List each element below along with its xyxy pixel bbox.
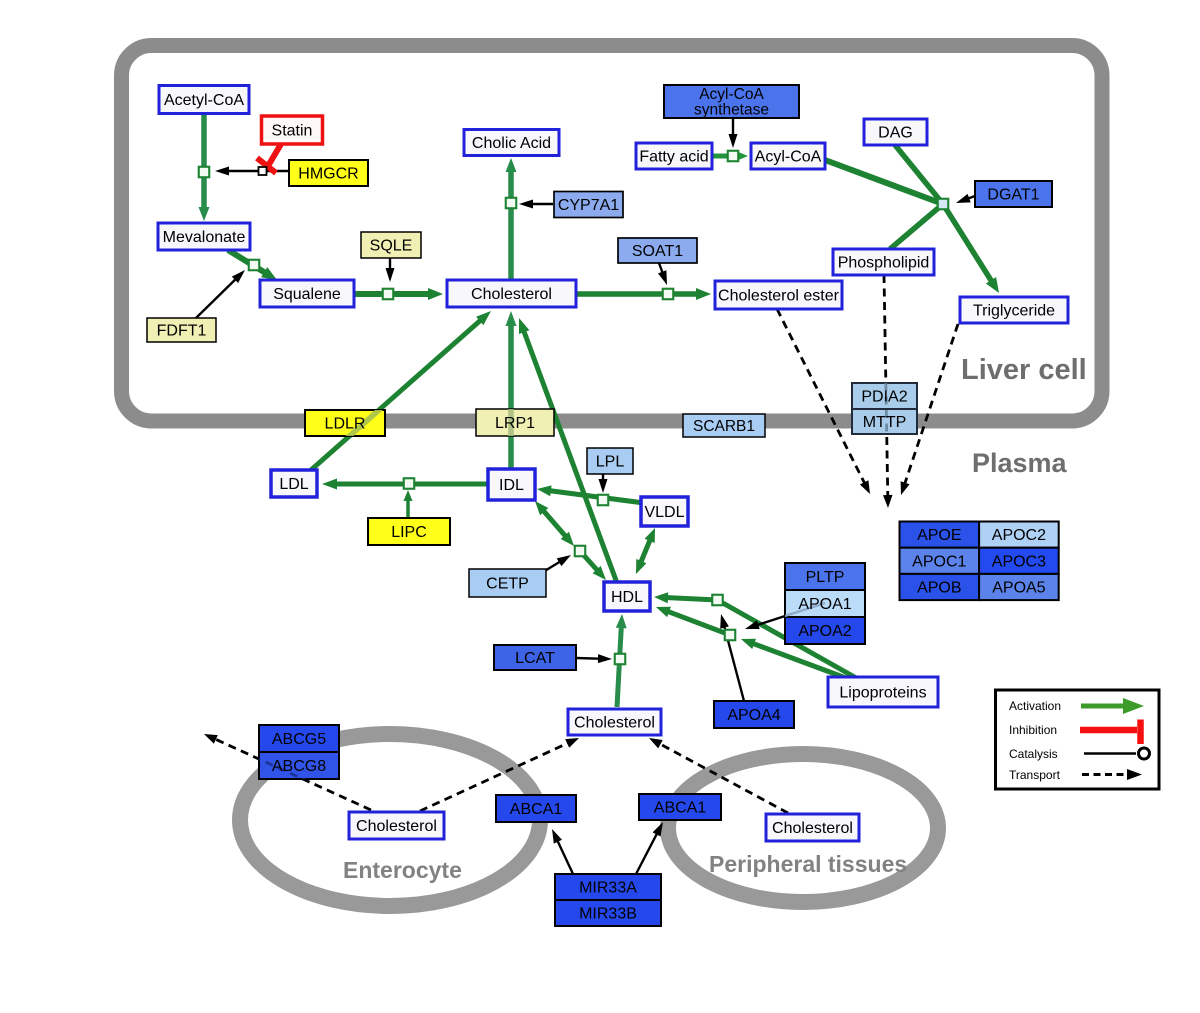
svg-text:LRP1: LRP1 — [495, 415, 535, 432]
svg-text:LDLR: LDLR — [325, 416, 366, 433]
svg-text:SOAT1: SOAT1 — [632, 243, 683, 260]
svg-text:APOE: APOE — [917, 527, 961, 544]
svg-text:LCAT: LCAT — [515, 650, 555, 667]
svg-text:PLTP: PLTP — [806, 569, 845, 586]
svg-text:Catalysis: Catalysis — [1009, 747, 1058, 761]
svg-text:ABCA1: ABCA1 — [654, 800, 707, 817]
svg-text:ABCG8: ABCG8 — [272, 758, 326, 775]
svg-text:HDL: HDL — [611, 589, 643, 606]
svg-text:Cholesterol: Cholesterol — [574, 715, 655, 732]
svg-text:Cholesterol: Cholesterol — [356, 818, 437, 835]
svg-text:APOA1: APOA1 — [798, 596, 851, 613]
svg-text:Triglyceride: Triglyceride — [973, 303, 1055, 320]
svg-text:APOC1: APOC1 — [912, 553, 966, 570]
svg-text:Fatty acid: Fatty acid — [639, 149, 708, 166]
svg-text:SQLE: SQLE — [370, 238, 413, 255]
svg-text:Inhibition: Inhibition — [1009, 723, 1057, 737]
svg-text:Statin: Statin — [272, 123, 313, 140]
svg-text:Acyl-CoA: Acyl-CoA — [755, 149, 822, 166]
svg-text:APOA5: APOA5 — [992, 580, 1045, 597]
svg-text:FDFT1: FDFT1 — [157, 323, 207, 340]
svg-text:APOA2: APOA2 — [798, 623, 851, 640]
svg-text:Transport: Transport — [1009, 768, 1061, 782]
svg-text:IDL: IDL — [499, 477, 524, 494]
svg-text:MTTP: MTTP — [863, 414, 907, 431]
svg-text:PDIA2: PDIA2 — [861, 389, 907, 406]
svg-text:Lipoproteins: Lipoproteins — [839, 685, 926, 702]
svg-text:Phospholipid: Phospholipid — [838, 255, 930, 272]
svg-text:Activation: Activation — [1009, 699, 1061, 713]
svg-text:APOC3: APOC3 — [992, 553, 1046, 570]
svg-text:Cholesterol: Cholesterol — [772, 820, 853, 837]
svg-text:LIPC: LIPC — [391, 524, 427, 541]
svg-text:Liver cell: Liver cell — [961, 354, 1087, 386]
svg-text:APOC2: APOC2 — [992, 527, 1046, 544]
svg-text:CYP7A1: CYP7A1 — [558, 197, 619, 214]
svg-text:APOB: APOB — [917, 580, 961, 597]
svg-text:Cholesterol: Cholesterol — [471, 286, 552, 303]
svg-text:Squalene: Squalene — [273, 286, 341, 303]
svg-text:MIR33A: MIR33A — [579, 880, 637, 897]
svg-text:Peripheral tissues: Peripheral tissues — [709, 851, 907, 877]
svg-text:synthetase: synthetase — [694, 102, 769, 119]
svg-text:CETP: CETP — [486, 576, 529, 593]
svg-text:Cholesterol ester: Cholesterol ester — [718, 288, 840, 305]
svg-text:Acyl-CoA: Acyl-CoA — [699, 86, 764, 103]
svg-text:DAG: DAG — [878, 125, 913, 142]
svg-text:Plasma: Plasma — [972, 448, 1068, 478]
svg-text:ABCA1: ABCA1 — [510, 801, 563, 818]
svg-text:Mevalonate: Mevalonate — [163, 229, 246, 246]
svg-text:DGAT1: DGAT1 — [987, 187, 1039, 204]
svg-text:HMGCR: HMGCR — [298, 166, 358, 183]
svg-text:APOA4: APOA4 — [727, 707, 780, 724]
svg-text:SCARB1: SCARB1 — [693, 418, 755, 435]
svg-text:LPL: LPL — [596, 454, 625, 471]
svg-text:ABCG5: ABCG5 — [272, 731, 326, 748]
svg-text:Enterocyte: Enterocyte — [343, 857, 462, 883]
svg-text:VLDL: VLDL — [644, 504, 684, 521]
svg-text:Cholic Acid: Cholic Acid — [472, 135, 551, 152]
svg-text:MIR33B: MIR33B — [579, 906, 637, 923]
svg-text:LDL: LDL — [279, 476, 308, 493]
svg-text:Acetyl-CoA: Acetyl-CoA — [164, 92, 244, 109]
